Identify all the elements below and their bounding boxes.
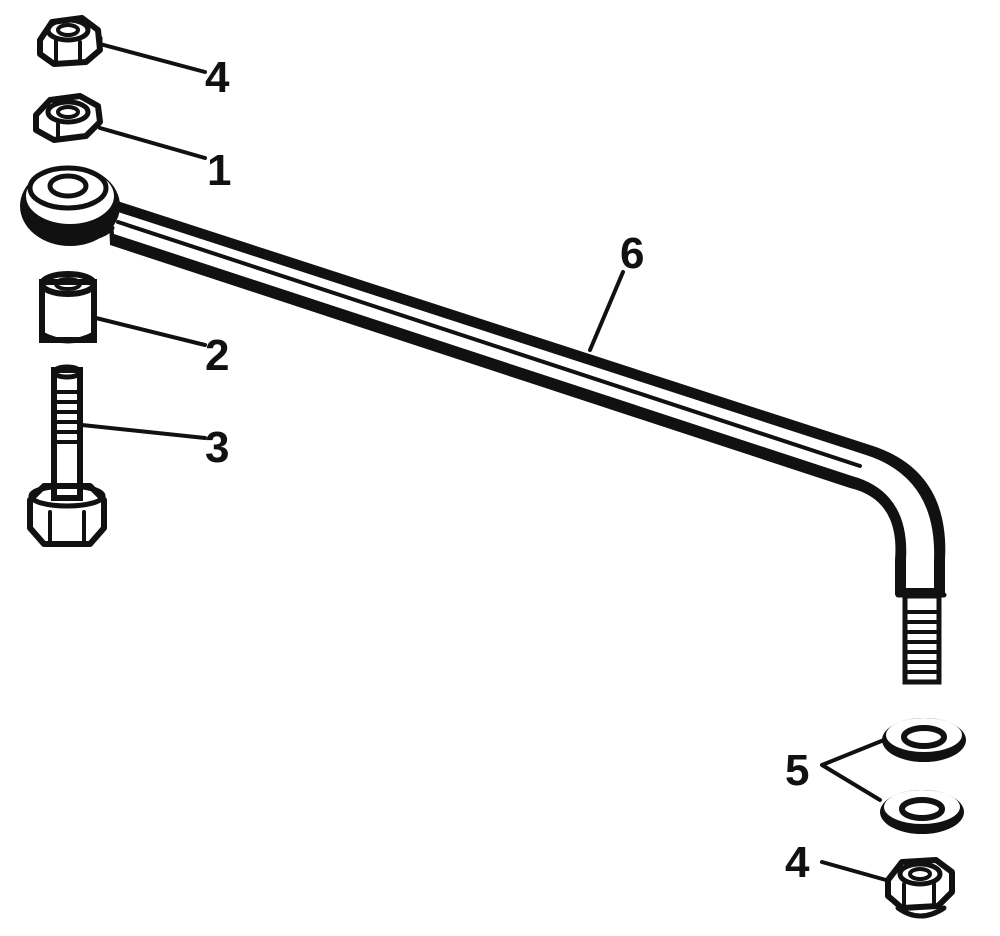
callout-2: 2 [205,331,229,380]
link-rod [20,165,947,685]
callout-5: 5 [785,746,809,795]
hex-nut [33,93,103,143]
callout-3: 3 [205,423,229,472]
callout-4-top: 4 [205,53,230,102]
callout-6: 6 [620,229,644,278]
hex-bolt [27,364,107,547]
leader-lines [80,42,888,882]
lock-nut-top [37,15,103,67]
callout-1: 1 [207,146,231,195]
lock-nut-bottom [885,857,955,919]
flat-washers [880,718,966,834]
callout-labels: 4 1 2 3 6 5 4 [205,53,810,887]
spacer-sleeve [39,271,97,344]
callout-4-bottom: 4 [785,838,810,887]
